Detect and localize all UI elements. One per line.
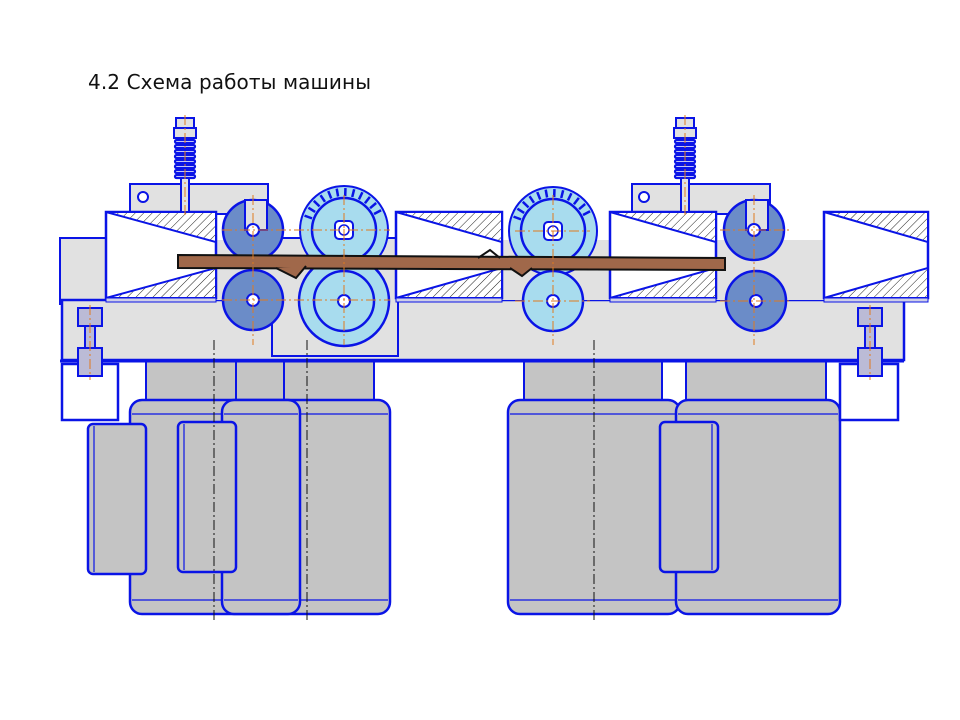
guide-cone-1-hatch-top (105, 211, 217, 244)
left-end-plate (59, 237, 109, 305)
guide-cone-2-base (395, 297, 503, 303)
guide-cones (104, 210, 930, 303)
gear-roller-1-tooth (357, 191, 364, 200)
motor-mount (145, 359, 237, 401)
gear-roller-1-tooth (335, 188, 340, 197)
gear-roller-1-tooth (304, 214, 313, 220)
guide-cone-3-base (609, 297, 717, 303)
gear-roller-2-tooth (528, 195, 536, 204)
gear-roller-1-tooth (363, 196, 371, 204)
gear-roller-1-tooth (351, 188, 356, 198)
workpiece (177, 248, 726, 280)
guide-cone-3-hatch-top (609, 211, 717, 244)
guide-cone-4-base (823, 297, 929, 303)
rod-splinter (509, 267, 533, 278)
gear-roller-1-tooth (373, 209, 382, 216)
gear-roller-1-tooth (307, 206, 316, 214)
gear-roller-2-tooth (536, 191, 542, 200)
wooden-rod (177, 253, 726, 272)
gear-roller-1-tooth (319, 194, 327, 203)
gear-roller-2-tooth (521, 200, 530, 209)
gear-roller-1-tooth (327, 190, 333, 199)
gear-roller-2-tooth (578, 203, 586, 211)
rod-splinter (477, 248, 501, 259)
motor-mount (523, 359, 663, 401)
terminal-box (658, 420, 720, 574)
gear-roller-2-tooth (513, 215, 522, 221)
rod-splinter (275, 265, 307, 280)
gear-roller-2-tooth (544, 189, 549, 198)
guide-cone-2-hatch-top (395, 211, 503, 244)
gear-roller-2-tooth (560, 189, 565, 199)
gear-roller-2-tooth (582, 210, 591, 217)
gear-roller-2-tooth (572, 197, 580, 205)
slide-title: 4.2 Схема работы машины (88, 70, 372, 94)
guide-cone-4-hatch-top (823, 211, 929, 244)
motors (86, 359, 842, 616)
guide-cone-1-base (105, 297, 217, 303)
gear-roller-2-tooth (516, 207, 525, 215)
motor-mount (685, 359, 827, 401)
centerlines (89, 115, 871, 620)
terminal-box (176, 420, 238, 574)
motor-mount (235, 359, 285, 401)
gear-roller-1-tooth (312, 199, 321, 208)
gear-roller-1-tooth (369, 202, 377, 210)
terminal-box (86, 422, 148, 576)
bracket-pin (137, 191, 149, 203)
gear-roller-2-tooth (566, 192, 573, 201)
bracket-pin (638, 191, 650, 203)
motor-mount (283, 359, 375, 401)
